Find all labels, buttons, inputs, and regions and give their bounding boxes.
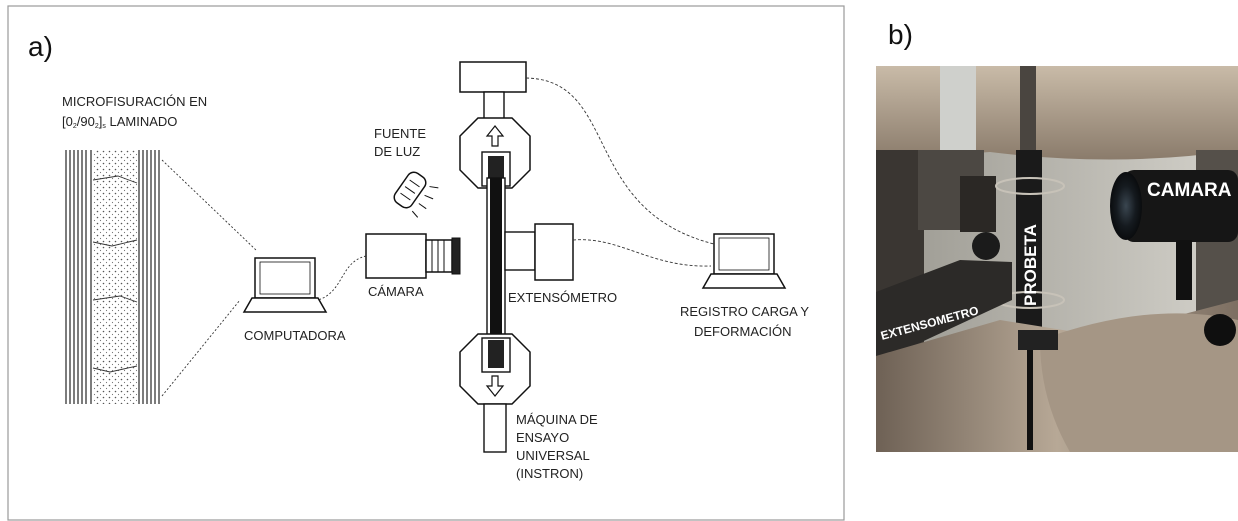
light-label-line1: FUENTE <box>374 126 426 141</box>
machine-label-line3: UNIVERSAL <box>516 448 590 463</box>
laminate-label-line2: [02/902]s LAMINADO <box>62 114 177 130</box>
photo-camera-label: CAMARA <box>1147 180 1232 201</box>
light-label-line2: DE LUZ <box>374 144 420 159</box>
recorder-label-line1: REGISTRO CARGA Y <box>680 304 809 319</box>
machine-label-line4: (INSTRON) <box>516 466 583 481</box>
load-cell-box <box>460 62 526 92</box>
panel-b: b) <box>876 19 1238 452</box>
panel-b-letter: b) <box>888 19 913 50</box>
recorder-label-line2: DEFORMACIÓN <box>694 324 792 339</box>
machine-label-line2: ENSAYO <box>516 430 569 445</box>
experiment-photo <box>876 66 1238 452</box>
computer-label: COMPUTADORA <box>244 328 346 343</box>
camera-icon <box>366 234 460 278</box>
machine-label-line1: MÁQUINA DE <box>516 412 598 427</box>
camera-label: CÁMARA <box>368 284 424 299</box>
photo-specimen-label: PROBETA <box>1021 224 1040 306</box>
computer-laptop-icon <box>244 258 326 312</box>
extensometer-body <box>505 232 535 270</box>
laminate-label-line1: MICROFISURACIÓN EN <box>62 94 207 109</box>
laminate-cross-section <box>66 150 162 404</box>
extensometer-label: EXTENSÓMETRO <box>508 290 617 305</box>
panel-a-letter: a) <box>28 31 53 62</box>
recorder-laptop-icon <box>703 234 785 288</box>
panel-a: a) MICROFISURACIÓN EN [02/902]s LAMINADO <box>8 6 844 520</box>
